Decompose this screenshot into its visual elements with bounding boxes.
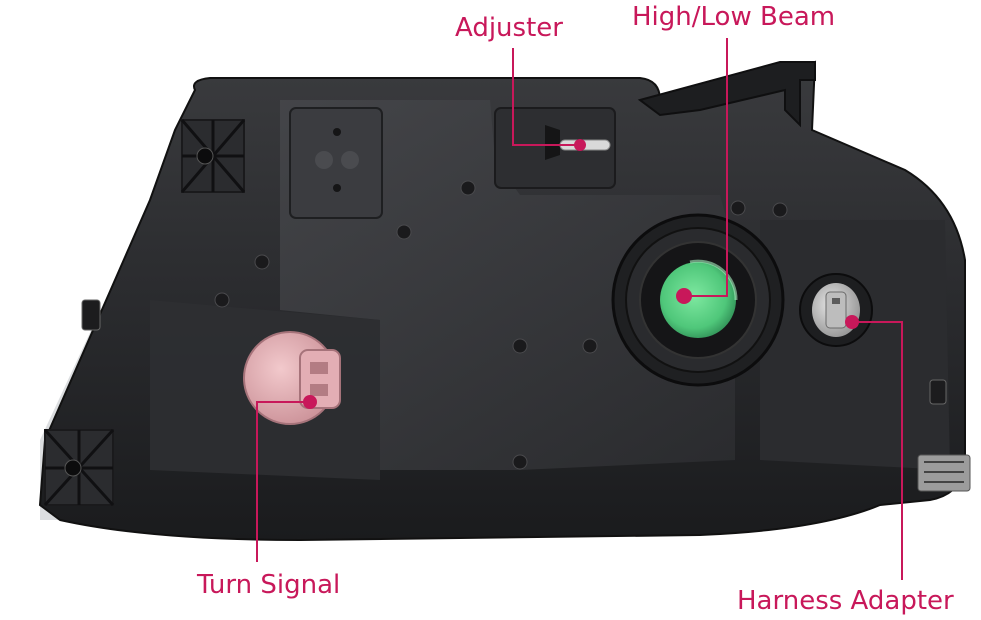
callout-dots (303, 139, 859, 409)
callout-lines (256, 38, 903, 580)
high-low-beam-label: High/Low Beam (632, 2, 836, 32)
screw-marks (214, 180, 788, 470)
adjuster-callout-dot (574, 139, 586, 151)
mounting-tab-top (180, 119, 246, 193)
back-panel (280, 100, 735, 470)
side-clip (929, 379, 947, 405)
harness-adapter-label: Harness Adapter (737, 586, 954, 616)
harness-adapter-part (799, 273, 873, 347)
mounting-tab-bottom (43, 428, 115, 507)
adjuster-callout-line (512, 48, 580, 146)
turn-signal-label: Turn Signal (197, 570, 341, 600)
metal-connector (917, 454, 971, 492)
high-low-beam-socket (611, 213, 785, 387)
harness-callout-line (852, 321, 903, 580)
beam-callout-line (684, 38, 728, 297)
turn-callout-dot (303, 395, 317, 409)
harness-callout-dot (845, 315, 859, 329)
top-square-panel (289, 107, 383, 219)
turn-callout-line (256, 401, 310, 562)
adjuster-label: Adjuster (455, 13, 563, 43)
beam-callout-dot (676, 288, 692, 304)
right-panel (760, 220, 950, 470)
side-clip (81, 299, 101, 331)
